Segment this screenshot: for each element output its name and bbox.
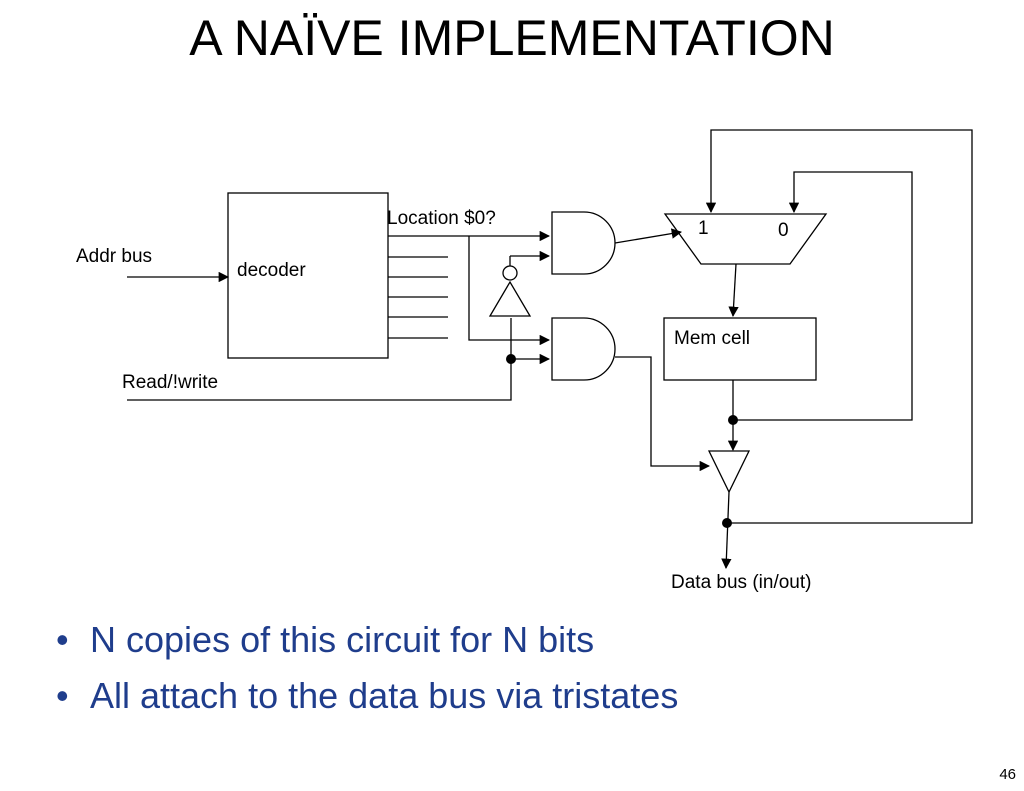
mux-input-1-label: 1 xyxy=(698,218,709,239)
and-bottom-output xyxy=(615,356,711,472)
addr-bus-label: Addr bus xyxy=(76,246,152,267)
and-gate-bottom xyxy=(551,317,616,381)
data-bus-feedback xyxy=(705,129,973,524)
data-bus-label: Data bus (in/out) xyxy=(671,572,811,593)
location-branch-wire xyxy=(468,236,551,346)
feedback-to-mux-0 xyxy=(733,171,913,421)
mux xyxy=(663,213,828,265)
read-write-label: Read/!write xyxy=(122,372,218,393)
inverter-bubble xyxy=(502,265,518,281)
tristate-buffer xyxy=(707,450,751,494)
mem-cell-block xyxy=(663,317,817,381)
slide-title: A NAÏVE IMPLEMENTATION xyxy=(189,10,835,66)
and-gate-top xyxy=(551,211,616,275)
page-number: 46 xyxy=(999,766,1016,783)
location-label: Location $0? xyxy=(387,208,496,229)
bullet-marker: • xyxy=(56,675,69,716)
tristate-output xyxy=(721,491,732,570)
bullet-marker: • xyxy=(56,619,69,660)
mux-input-0-label: 0 xyxy=(778,220,789,241)
bullet-text: All attach to the data bus via tristates xyxy=(90,675,679,716)
junction-read-write xyxy=(506,354,516,364)
bullet-text: N copies of this circuit for N bits xyxy=(90,619,595,660)
junction-data-bus xyxy=(722,518,732,528)
bullet-item: • All attach to the data bus via tristate… xyxy=(56,668,678,724)
bullet-item: • N copies of this circuit for N bits xyxy=(56,612,678,668)
mux-output xyxy=(728,263,739,318)
and-top-output xyxy=(614,228,683,244)
decoder-label: decoder xyxy=(237,260,306,281)
junction-mem-out xyxy=(728,415,738,425)
read-write-wire xyxy=(127,359,512,401)
mem-cell-label: Mem cell xyxy=(674,328,750,349)
bullet-list: • N copies of this circuit for N bits • Al… xyxy=(56,612,678,724)
inverter xyxy=(488,280,532,317)
